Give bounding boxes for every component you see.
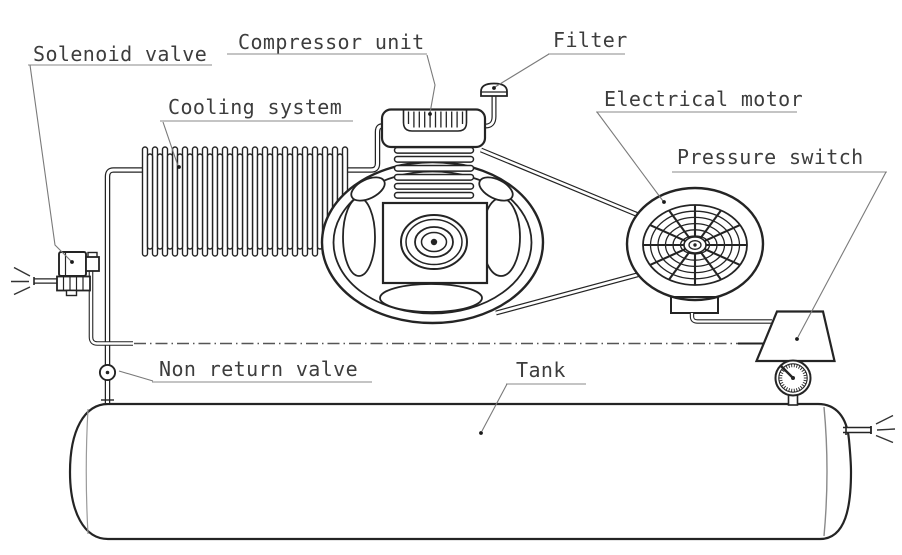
- non-return-valve: [98, 363, 117, 401]
- tank: [68, 402, 853, 541]
- label-underlines: [28, 53, 887, 385]
- motor-base: [670, 296, 719, 314]
- tank-outlet: [843, 414, 896, 444]
- leader-lines: [29, 53, 887, 432]
- label-non-return-valve: Non return valve: [159, 357, 359, 381]
- label-pressure-switch: Pressure switch: [677, 145, 864, 169]
- crankcase: [381, 201, 489, 285]
- gauge-needle: [780, 365, 795, 380]
- fan-guard-spokes: [643, 205, 747, 285]
- leader-dots: [70, 86, 799, 435]
- label-filter: Filter: [553, 28, 628, 52]
- pressure-switch: [754, 310, 836, 363]
- cooling-coil: [141, 146, 349, 257]
- label-tank: Tank: [516, 358, 566, 382]
- label-cooling-system: Cooling system: [168, 95, 343, 119]
- drive-belt: [480, 147, 651, 316]
- label-electrical-motor: Electrical motor: [604, 87, 804, 111]
- cylinder-fins: [393, 146, 475, 199]
- motor-wire: [689, 313, 772, 324]
- air-outlet-spray-icon: [875, 414, 896, 444]
- pressure-gauge: [774, 359, 812, 406]
- electrical-motor: [625, 186, 765, 314]
- exhaust-spray-icon: [11, 266, 31, 296]
- label-compressor-unit: Compressor unit: [238, 30, 425, 54]
- label-solenoid-valve: Solenoid valve: [33, 42, 208, 66]
- solenoid-valve: [11, 251, 100, 297]
- cylinder-head: [380, 108, 487, 149]
- pipework: [33, 96, 497, 403]
